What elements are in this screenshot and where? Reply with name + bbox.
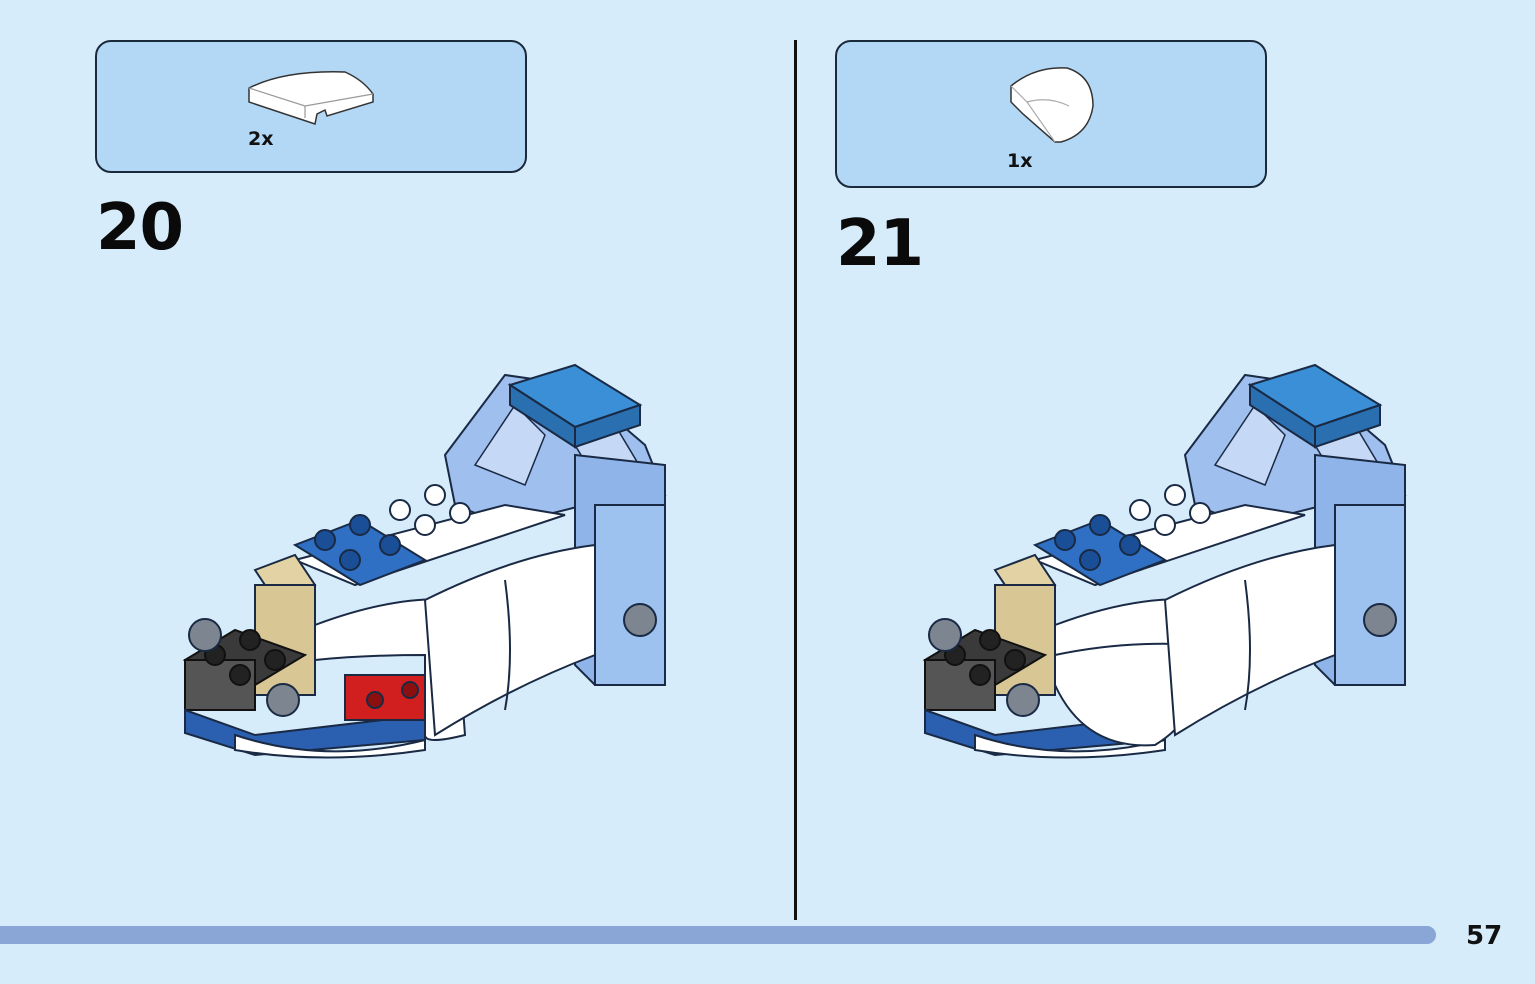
model-illustration-step-21 [922, 363, 1407, 759]
step-divider [794, 40, 797, 920]
page-number: 57 [1466, 921, 1503, 951]
part-quantity: 2x [248, 128, 274, 150]
part-quantity: 1x [1007, 150, 1033, 172]
rounded-curved-brick-icon [1010, 67, 1094, 143]
parts-callout-step-21: 1x [835, 40, 1267, 188]
parts-callout-step-20: 2x [95, 40, 527, 173]
progress-bar [0, 926, 1436, 944]
model-illustration-step-20 [182, 363, 667, 759]
step-number: 20 [96, 191, 184, 265]
step-number: 21 [836, 207, 924, 281]
curved-slope-brick-icon [248, 71, 374, 125]
